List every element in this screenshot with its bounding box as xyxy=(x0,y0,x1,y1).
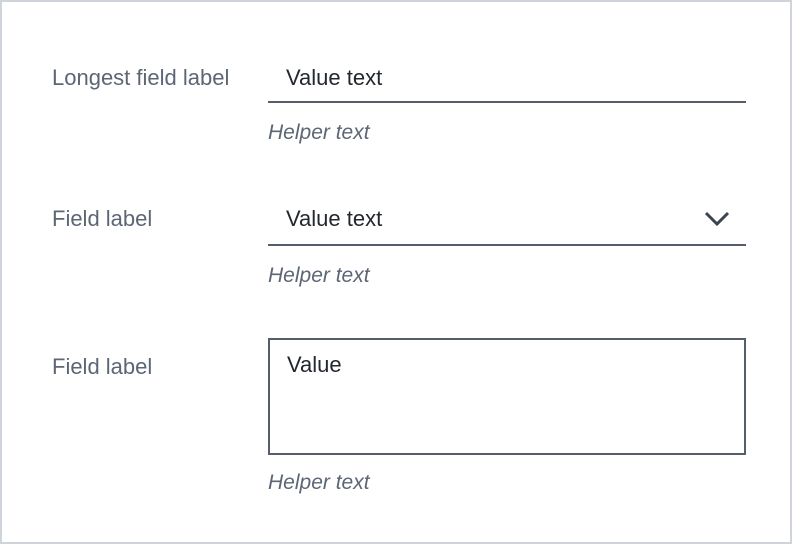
chevron-down-icon xyxy=(704,211,730,227)
helper-text: Helper text xyxy=(268,471,370,494)
field-row-textarea: Field label Value Helper text xyxy=(52,338,790,497)
select-value: Value text xyxy=(286,206,383,231)
helper-text: Helper text xyxy=(268,121,370,144)
textarea-input[interactable]: Value xyxy=(268,338,746,455)
field-control: Helper text xyxy=(268,64,746,147)
field-label: Field label xyxy=(52,206,153,231)
text-input[interactable] xyxy=(268,64,746,103)
field-label: Field label xyxy=(52,354,153,379)
field-control: Value Helper text xyxy=(268,338,746,497)
field-row-select: Field label Value text Helper text xyxy=(52,205,790,290)
field-row-text: Longest field label Helper text xyxy=(52,64,790,147)
form: Longest field label Helper text Field la… xyxy=(2,2,790,497)
helper-text: Helper text xyxy=(268,264,370,287)
field-control: Value text Helper text xyxy=(268,205,746,290)
field-label: Longest field label xyxy=(52,65,230,90)
select-input[interactable]: Value text xyxy=(268,205,746,246)
